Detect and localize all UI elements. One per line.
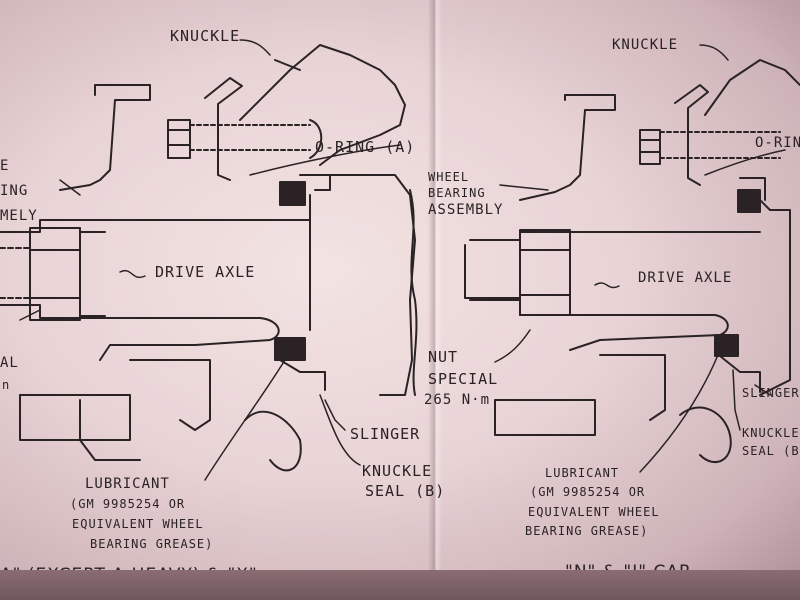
left-lubricant-label-3: EQUIVALENT WHEEL bbox=[72, 517, 204, 531]
left-cut-label-2: ING bbox=[0, 183, 29, 199]
left-cut-label-5: n bbox=[2, 378, 11, 392]
nut-label-3: 265 N·m bbox=[424, 392, 491, 408]
paper-fold bbox=[428, 0, 442, 600]
left-knuckle-seal-label-1: KNUCKLE bbox=[362, 462, 433, 480]
right-slinger-label: SLINGER bbox=[742, 386, 800, 400]
left-lubricant-label-1: LUBRICANT bbox=[85, 476, 170, 492]
tabletop bbox=[0, 570, 800, 600]
right-knuckle-label: KNUCKLE bbox=[612, 37, 679, 53]
left-cut-label-4: AL bbox=[0, 355, 19, 371]
right-assembly bbox=[464, 44, 800, 473]
left-assembly bbox=[0, 39, 418, 481]
left-o-ring-label: O-RING (A) bbox=[315, 138, 416, 156]
right-lubricant-label-1: LUBRICANT bbox=[545, 466, 620, 480]
wheel-bearing-label-2: BEARING bbox=[428, 186, 486, 200]
left-knuckle-label: KNUCKLE bbox=[170, 27, 241, 45]
right-o-ring-label: O-RIN bbox=[755, 135, 800, 151]
left-cut-label-1: E bbox=[0, 158, 10, 174]
right-lubricant-label-2: (GM 9985254 OR bbox=[530, 485, 646, 499]
right-knuckle-seal-label-1: KNUCKLE bbox=[742, 426, 800, 440]
left-slinger-label: SLINGER bbox=[350, 425, 421, 443]
right-knuckle-seal-label-2: SEAL (B) bbox=[742, 444, 800, 458]
left-knuckle-seal-label-2: SEAL (B) bbox=[365, 482, 446, 500]
right-lubricant-label-3: EQUIVALENT WHEEL bbox=[528, 505, 660, 519]
left-lubricant-label-2: (GM 9985254 OR bbox=[70, 497, 186, 511]
nut-label-2: SPECIAL bbox=[428, 370, 499, 388]
left-drive-axle-label: DRIVE AXLE bbox=[155, 263, 256, 281]
wheel-bearing-label-1: WHEEL bbox=[428, 170, 470, 184]
nut-label-1: NUT bbox=[428, 348, 459, 366]
left-cut-label-3: MELY bbox=[0, 208, 38, 224]
right-lubricant-label-4: BEARING GREASE) bbox=[525, 524, 649, 538]
right-drive-axle-label: DRIVE AXLE bbox=[638, 270, 733, 286]
left-lubricant-label-4: BEARING GREASE) bbox=[90, 537, 214, 551]
wheel-bearing-label-3: ASSEMBLY bbox=[428, 202, 504, 218]
